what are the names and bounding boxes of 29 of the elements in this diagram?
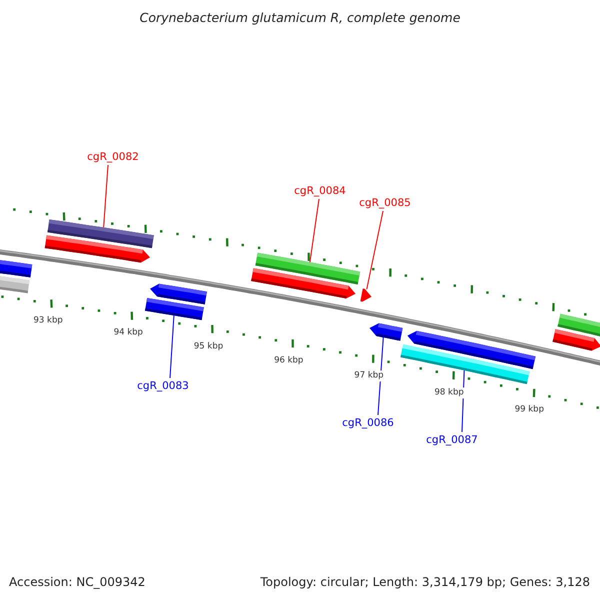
accession-text: Accession: NC_009342 <box>9 574 146 590</box>
gene-bar <box>0 274 30 294</box>
scale-label: 95 kbp <box>192 341 224 352</box>
leader-line <box>366 210 384 290</box>
gene-bar <box>552 329 600 351</box>
scale-label: 99 kbp <box>514 404 545 416</box>
scale-label: 93 kbp <box>32 316 64 327</box>
title: Corynebacterium glutamicum R, complete genome <box>138 10 462 26</box>
gene-bar <box>44 235 150 263</box>
gene-label: cgR_0087 <box>426 433 478 447</box>
gene-label: cgR_0083 <box>137 379 189 393</box>
scale-label: 94 kbp <box>112 328 144 339</box>
leader-line <box>378 336 384 416</box>
gene-label: cgR_0084 <box>294 184 346 198</box>
gene-bar <box>407 330 536 370</box>
scale-label: 97 kbp <box>353 370 385 382</box>
gene-label: cgR_0082 <box>87 150 139 164</box>
scale-label: 96 kbp <box>273 355 304 366</box>
leader-line <box>170 315 174 378</box>
leader-line <box>309 198 320 263</box>
scale-label: 98 kbp <box>434 387 465 398</box>
gene-bar <box>360 288 372 302</box>
gene-bar <box>251 268 356 298</box>
gene-bar <box>145 298 204 320</box>
genome-info-text: Topology: circular; Length: 3,314,179 bp; Genes: 3,128 <box>260 574 590 590</box>
gene-bar <box>370 323 403 341</box>
gene-label: cgR_0085 <box>359 196 411 210</box>
gene-bar <box>0 258 32 278</box>
gene-label: cgR_0086 <box>342 416 394 430</box>
